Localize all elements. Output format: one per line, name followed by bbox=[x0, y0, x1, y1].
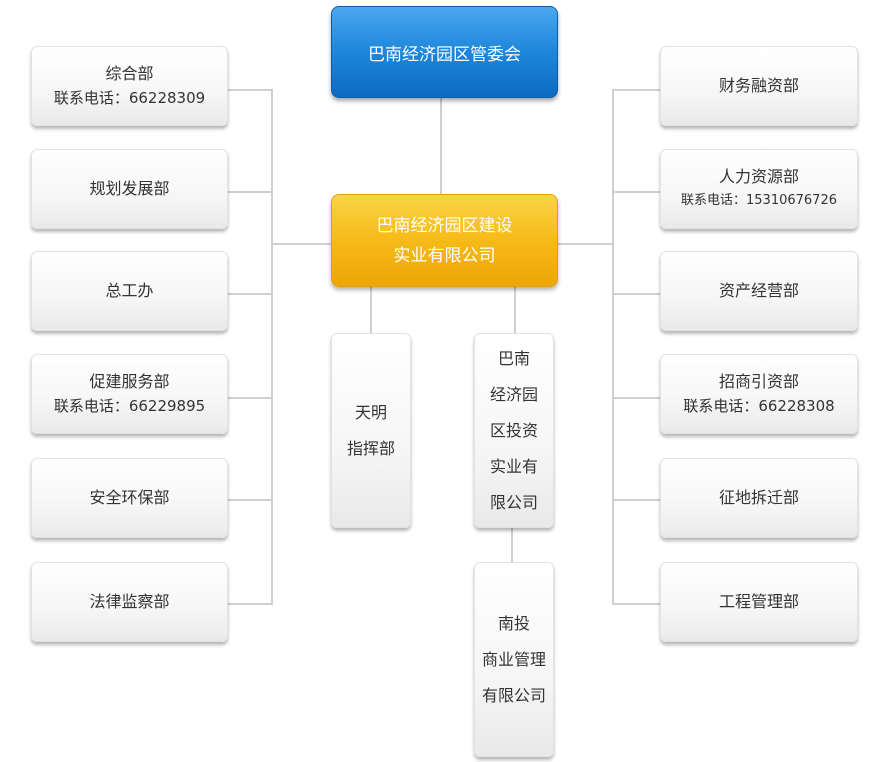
dept-name: 综合部 bbox=[105, 64, 154, 83]
right-branch bbox=[613, 293, 660, 295]
left-branch bbox=[228, 603, 272, 605]
connector-company-to-invest bbox=[514, 287, 516, 333]
left-branch bbox=[228, 191, 272, 193]
connector-left-to-company bbox=[273, 243, 331, 245]
left-dept-box: 综合部 联系电话：66228309 bbox=[31, 46, 228, 126]
investment-line: 经济园 bbox=[489, 384, 538, 404]
investment-line: 巴南 bbox=[497, 348, 530, 368]
commerce-line: 南投 bbox=[497, 613, 530, 633]
commerce-line: 有限公司 bbox=[481, 685, 546, 705]
dept-phone: 联系电话：15310676726 bbox=[681, 193, 837, 208]
investment-line: 限公司 bbox=[489, 492, 538, 512]
management-committee-label: 巴南经济园区管委会 bbox=[368, 44, 521, 65]
dept-phone: 联系电话：66228308 bbox=[683, 397, 835, 415]
tianming-command-box: 天明 指挥部 bbox=[331, 333, 411, 528]
right-dept-box: 资产经营部 bbox=[660, 251, 858, 331]
company-node: 巴南经济园区建设 实业有限公司 bbox=[331, 194, 558, 287]
dept-name: 促建服务部 bbox=[89, 372, 170, 391]
right-branch bbox=[613, 603, 660, 605]
company-label-line1: 巴南经济园区建设 bbox=[376, 215, 513, 236]
commerce-line: 商业管理 bbox=[481, 649, 546, 669]
right-branch bbox=[613, 89, 660, 91]
investment-line: 实业有 bbox=[489, 456, 538, 476]
dept-name: 法律监察部 bbox=[89, 592, 170, 611]
left-dept-box: 促建服务部 联系电话：66229895 bbox=[31, 354, 228, 434]
left-branch bbox=[228, 293, 272, 295]
left-dept-box: 规划发展部 bbox=[31, 149, 228, 229]
right-dept-box: 人力资源部 联系电话：15310676726 bbox=[660, 149, 858, 229]
dept-name: 总工办 bbox=[105, 281, 154, 300]
dept-name: 工程管理部 bbox=[718, 592, 799, 611]
dept-name: 征地拆迁部 bbox=[718, 488, 799, 507]
tianming-line: 指挥部 bbox=[346, 438, 395, 458]
tianming-line: 天明 bbox=[354, 402, 387, 422]
right-branch bbox=[613, 191, 660, 193]
dept-phone: 联系电话：66228309 bbox=[53, 89, 206, 107]
right-dept-box: 招商引资部 联系电话：66228308 bbox=[660, 354, 858, 434]
management-committee-node: 巴南经济园区管委会 bbox=[331, 6, 558, 98]
right-dept-box: 工程管理部 bbox=[660, 562, 858, 642]
dept-name: 资产经营部 bbox=[718, 281, 799, 300]
commerce-company-box: 南投 商业管理 有限公司 bbox=[474, 562, 554, 757]
left-dept-box: 安全环保部 bbox=[31, 458, 228, 538]
left-spine bbox=[271, 89, 273, 605]
connector-company-to-right bbox=[558, 243, 612, 245]
connector-invest-to-commerce bbox=[511, 528, 513, 562]
company-label-line2: 实业有限公司 bbox=[393, 245, 496, 266]
right-branch bbox=[613, 499, 660, 501]
dept-name: 规划发展部 bbox=[89, 179, 170, 198]
left-branch bbox=[228, 89, 272, 91]
left-branch bbox=[228, 397, 272, 399]
right-dept-box: 财务融资部 bbox=[660, 46, 858, 126]
dept-name: 安全环保部 bbox=[89, 488, 170, 507]
left-dept-box: 总工办 bbox=[31, 251, 228, 331]
right-dept-box: 征地拆迁部 bbox=[660, 458, 858, 538]
connector-top-to-company bbox=[440, 98, 442, 194]
dept-phone: 联系电话：66229895 bbox=[53, 397, 206, 415]
left-branch bbox=[228, 499, 272, 501]
dept-name: 招商引资部 bbox=[718, 372, 799, 391]
dept-name: 人力资源部 bbox=[718, 167, 799, 186]
left-dept-box: 法律监察部 bbox=[31, 562, 228, 642]
investment-company-box: 巴南 经济园 区投资 实业有 限公司 bbox=[474, 333, 554, 528]
right-branch bbox=[613, 397, 660, 399]
dept-name: 财务融资部 bbox=[718, 76, 799, 95]
right-spine bbox=[612, 89, 614, 605]
connector-company-to-tianming bbox=[370, 287, 372, 333]
investment-line: 区投资 bbox=[489, 420, 538, 440]
